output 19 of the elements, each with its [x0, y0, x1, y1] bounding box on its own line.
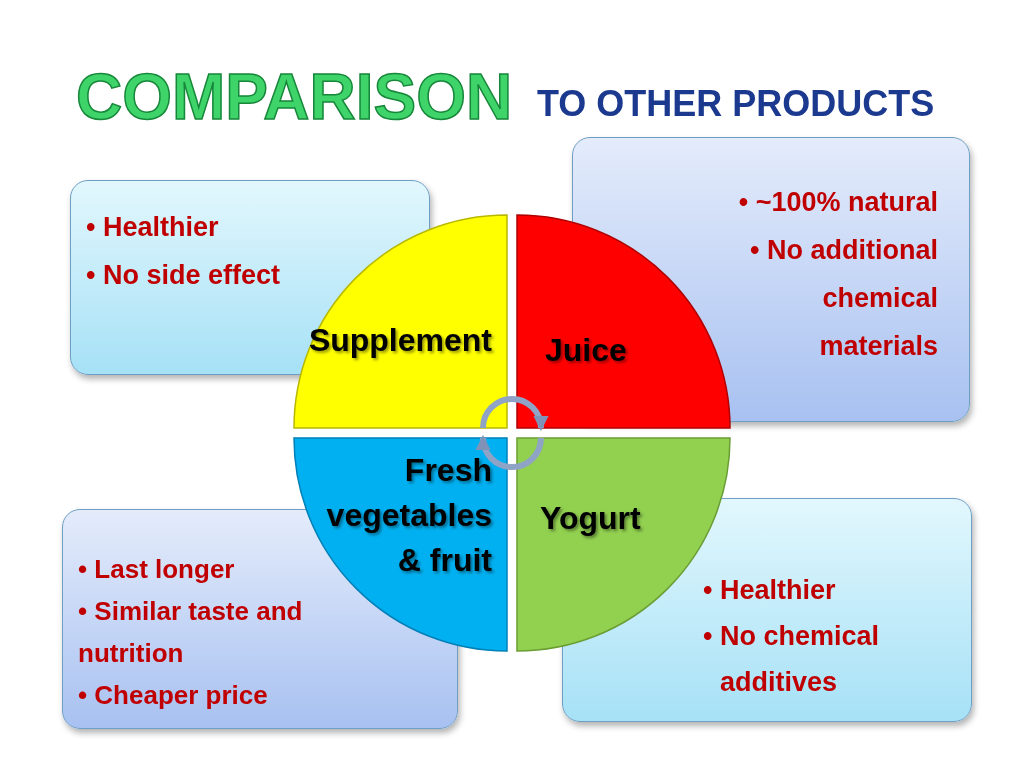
bullet-point: • Healthier: [86, 211, 219, 244]
bullet-point: • Cheaper price: [78, 679, 268, 712]
bullet-point: • Healthier: [703, 574, 836, 607]
bullet-point: • Last longer: [78, 553, 235, 586]
segment-label: Juice: [545, 331, 627, 370]
segment-label: Fresh vegetables & fruit: [325, 451, 492, 580]
quadrant-segment: [517, 215, 730, 428]
subtitle: TO OTHER PRODUCTS: [537, 84, 935, 124]
bullet-point: • Similar taste and nutrition: [78, 595, 304, 670]
bullet-point: • No additional chemical materials: [749, 234, 938, 363]
curved-arrow: [480, 396, 548, 432]
segment-label: Yogurt: [540, 499, 641, 538]
bullet-point: • ~100% natural: [738, 186, 938, 219]
bullet-point: • No chemical additives: [703, 620, 880, 699]
bullet-point: • No side effect: [86, 259, 280, 292]
title: COMPARISON: [76, 62, 513, 133]
curved-arrow: [476, 434, 544, 470]
quadrant-segment: [294, 215, 507, 428]
segment-label: Supplement: [308, 321, 492, 360]
